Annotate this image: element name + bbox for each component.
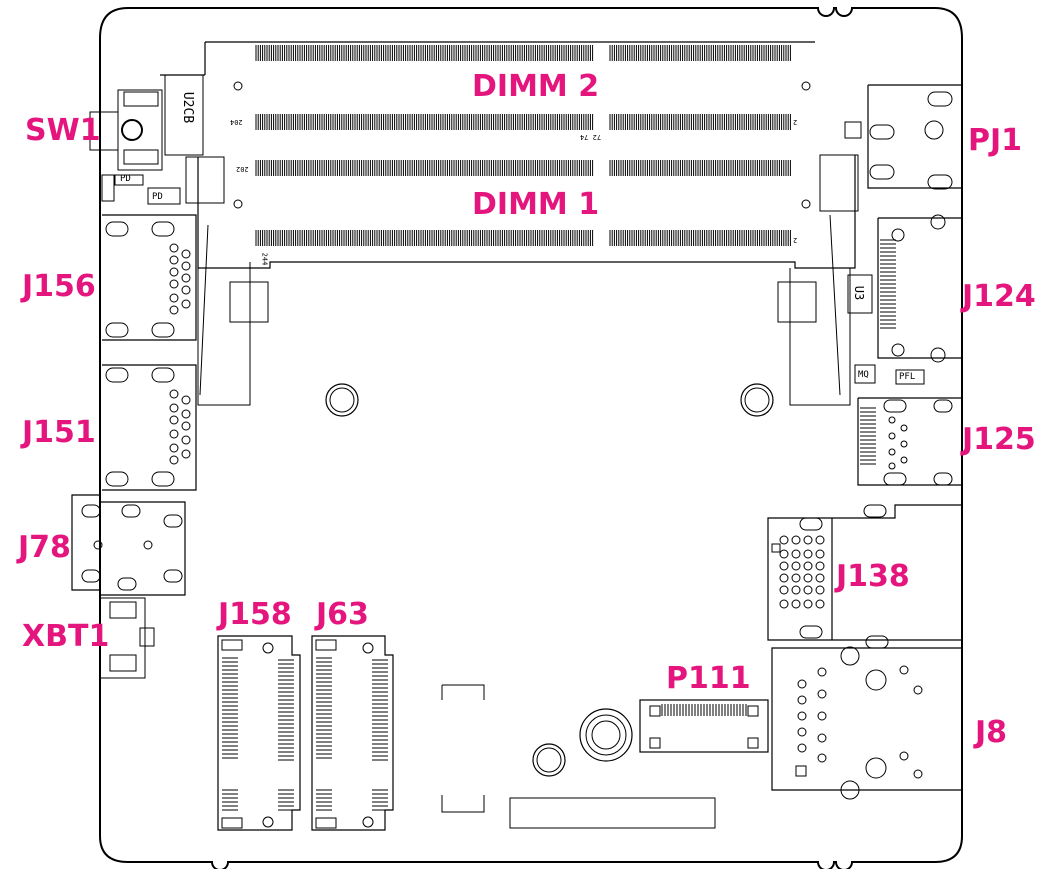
label-j151: J151 [22, 415, 96, 450]
silk-244: 244 [260, 252, 269, 266]
j151-connector [102, 364, 197, 491]
silk-u2cb: U2CB [180, 91, 196, 124]
label-j8: J8 [975, 715, 1008, 750]
label-xbt1: XBT1 [22, 619, 110, 654]
j124-connector [847, 214, 962, 385]
label-sw1: SW1 [25, 113, 101, 148]
xbt1-battery [100, 597, 155, 679]
silk-204: 204 [230, 118, 243, 126]
p111-connector [639, 699, 769, 753]
label-j63: J63 [316, 597, 369, 632]
label-j158: J158 [218, 597, 292, 632]
board-outline [99, 7, 963, 869]
label-pj1: PJ1 [968, 123, 1023, 158]
silk-2b: 2 [793, 236, 798, 244]
dimm2-bot-pins [255, 114, 791, 130]
silk-pfl: PFL [899, 372, 916, 382]
label-dimm2: DIMM 2 [472, 69, 600, 104]
label-dimm1: DIMM 1 [472, 187, 600, 222]
j158-m2-slot [217, 635, 301, 831]
j125-connector [857, 397, 962, 486]
j78-connector [71, 494, 186, 596]
silk-q1: MQ [858, 370, 869, 380]
j138-connector [767, 504, 962, 649]
j63-m2-slot [311, 635, 394, 831]
label-j78: J78 [18, 530, 71, 565]
dimm2-top-pins [255, 45, 791, 61]
dimm1-bot-pins [255, 230, 791, 246]
label-j156: J156 [22, 269, 96, 304]
silk-2a: 2 [793, 118, 798, 126]
silk-202: 202 [236, 165, 249, 173]
label-j124: J124 [962, 279, 1036, 314]
label-j125: J125 [962, 422, 1036, 457]
label-p111: P111 [666, 661, 751, 696]
sw1-switch [89, 74, 204, 171]
j156-connector [102, 214, 197, 341]
silk-pd-a: PD [120, 174, 131, 184]
silk-72-74: 72 74 [580, 133, 602, 141]
silk-u3: U3 [852, 285, 867, 301]
silk-pd-b: PD [152, 192, 163, 202]
label-j138: J138 [836, 559, 910, 594]
pj1-power-jack [844, 84, 962, 190]
j8-connector [771, 646, 962, 800]
dimm1-top-pins [255, 160, 791, 176]
